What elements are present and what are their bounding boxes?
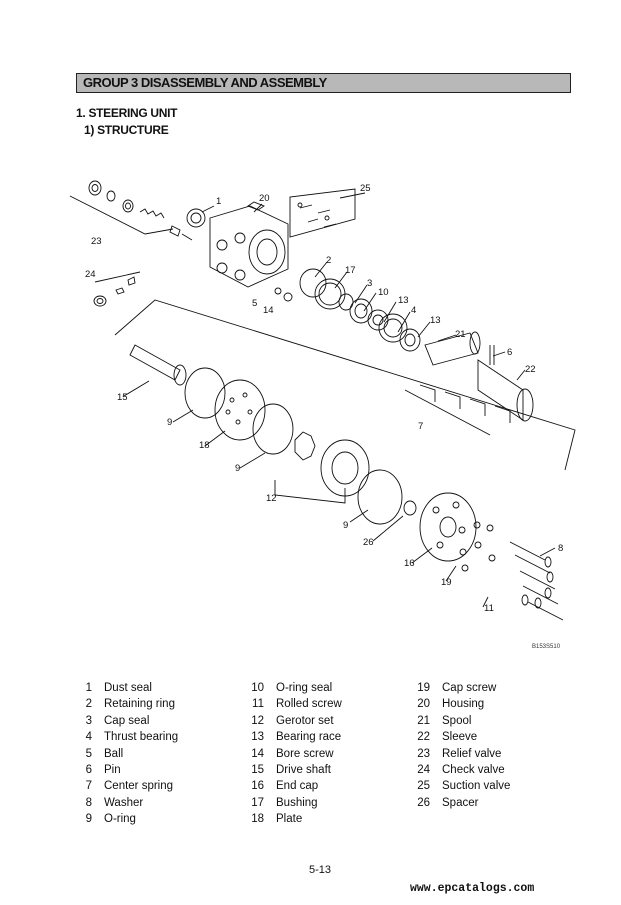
callout-19: 19	[441, 577, 452, 588]
callout-1: 1	[216, 196, 221, 207]
suction-valve-parts	[289, 188, 356, 238]
callout-21: 21	[455, 329, 466, 340]
callout-4: 4	[411, 305, 416, 316]
o-ring-2	[252, 403, 294, 455]
sleeve	[477, 359, 534, 422]
o-ring-1	[184, 367, 226, 419]
relief-valve-parts	[69, 180, 193, 241]
dust-seal	[186, 208, 206, 228]
callout-8: 8	[558, 543, 563, 554]
callout-20: 20	[259, 193, 270, 204]
callout-7: 7	[418, 421, 423, 432]
group-title-bar: GROUP 3 DISASSEMBLY AND ASSEMBLY	[76, 73, 571, 93]
plate	[214, 379, 266, 441]
callout-5: 5	[252, 298, 257, 309]
callout-9: 9	[235, 463, 240, 474]
screws	[509, 541, 564, 621]
callout-23: 23	[91, 236, 102, 247]
section-title: 1. STEERING UNIT	[76, 106, 178, 120]
callout-16: 16	[404, 558, 415, 569]
callout-14: 14	[263, 305, 274, 316]
group-title: GROUP 3 DISASSEMBLY AND ASSEMBLY	[83, 75, 327, 90]
callout-9: 9	[343, 520, 348, 531]
footer-url[interactable]: www.epcatalogs.com	[410, 882, 535, 895]
callout-24: 24	[85, 269, 96, 280]
drive-shaft	[129, 344, 187, 386]
housing	[209, 201, 289, 288]
spacer	[403, 500, 417, 516]
callout-12: 12	[266, 493, 277, 504]
callout-18: 18	[199, 440, 210, 451]
gerotor-set	[274, 431, 370, 504]
o-ring-3	[357, 469, 403, 525]
callout-6: 6	[507, 347, 512, 358]
exploded-view-diagram: 1202523217310134132451421622159187912926…	[69, 180, 576, 621]
callout-22: 22	[525, 364, 536, 375]
callout-15: 15	[117, 392, 128, 403]
center-spring	[404, 384, 511, 436]
callout-13: 13	[398, 295, 409, 306]
callout-26: 26	[363, 537, 374, 548]
check-valve-parts	[93, 271, 141, 307]
callout-3: 3	[367, 278, 372, 289]
callout-2: 2	[326, 255, 331, 266]
washers	[459, 521, 496, 572]
callout-17: 17	[345, 265, 356, 276]
callout-9: 9	[167, 417, 172, 428]
callout-13: 13	[430, 315, 441, 326]
callout-10: 10	[378, 287, 389, 298]
callout-11: 11	[484, 603, 494, 614]
end-cap	[419, 492, 477, 562]
subsection-title: 1) STRUCTURE	[84, 123, 169, 137]
figure-code: B153S510	[532, 644, 561, 650]
spool	[424, 331, 481, 366]
retaining-ring	[299, 268, 327, 298]
page-number: 5-13	[309, 864, 332, 876]
callout-25: 25	[360, 183, 371, 194]
